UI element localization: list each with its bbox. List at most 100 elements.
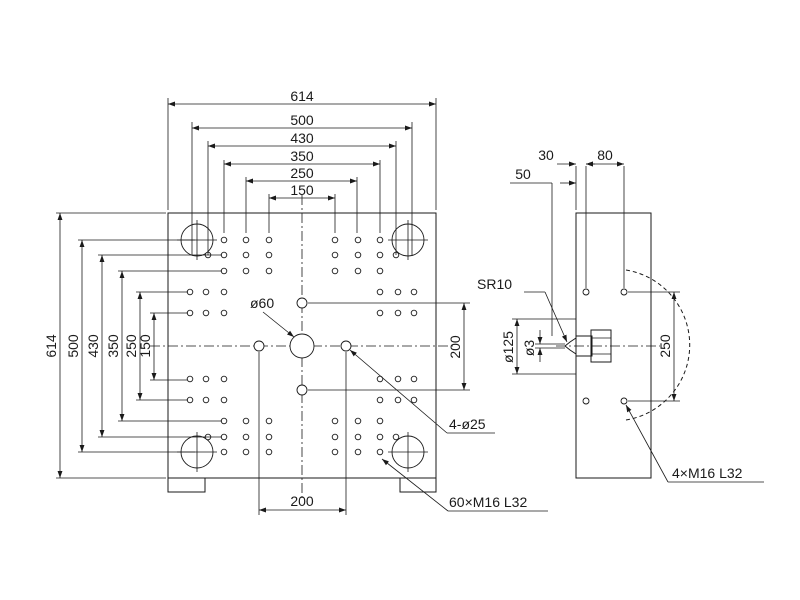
tapped-hole: [265, 448, 273, 456]
platen-foot-left: [167, 478, 206, 493]
front-view: 614 500 430 350 250 150: [43, 88, 548, 515]
tapped-hole: [220, 309, 228, 317]
label-tapped-holes: 60×M16 L32: [449, 494, 527, 510]
dim-left-614: 614: [43, 334, 59, 358]
tapped-hole: [410, 396, 418, 404]
dim-top-614: 614: [290, 88, 314, 104]
tapped-hole: [220, 288, 228, 296]
dim-left-430: 430: [85, 334, 101, 358]
dim-left-350: 350: [105, 334, 121, 358]
side-view: 30 80 50 SR10 ø125 ø3: [477, 147, 764, 483]
dimension-lines-left: [57, 213, 157, 478]
tapped-hole: [265, 236, 273, 244]
tapped-hole: [242, 251, 250, 259]
tapped-hole: [354, 448, 362, 456]
tapped-hole: [394, 309, 402, 317]
tapped-hole: [265, 433, 273, 441]
tapped-hole: [376, 309, 384, 317]
tapped-hole: [376, 267, 384, 275]
tapped-hole: [242, 433, 250, 441]
tapped-hole: [242, 417, 250, 425]
tapped-hole: [410, 309, 418, 317]
side-platen-outline: [575, 212, 652, 479]
dimension-right-200: 200: [308, 302, 470, 391]
dim-side-250: 250: [657, 334, 673, 358]
tapped-hole: [186, 309, 194, 317]
dim-left-250: 250: [123, 334, 139, 358]
tapped-hole: [220, 417, 228, 425]
side-tapped-holes: [582, 288, 628, 405]
dim-side-80: 80: [597, 147, 613, 163]
extension-lines-top: [167, 98, 437, 255]
dim-bottom-200: 200: [290, 493, 314, 509]
tapped-hole: [354, 251, 362, 259]
dim-dia-125: ø125: [500, 331, 516, 363]
label-ejector-holes: 4-ø25: [449, 416, 486, 432]
tapped-hole: [331, 448, 339, 456]
tapped-hole: [376, 448, 384, 456]
tapped-hole: [265, 417, 273, 425]
leader-sphere-radius: SR10: [477, 276, 568, 343]
tapped-hole: [202, 288, 210, 296]
tapped-hole: [220, 236, 228, 244]
leader-center-hole: ø60: [250, 295, 295, 338]
dims-diameter: ø125 ø3: [500, 318, 576, 375]
dim-side-50: 50: [515, 166, 531, 182]
tapped-hole: [354, 433, 362, 441]
tapped-hole: [376, 375, 384, 383]
dim-dia-3: ø3: [521, 340, 537, 357]
tapped-hole: [354, 236, 362, 244]
tapped-hole: [265, 251, 273, 259]
label-side-tapped: 4×M16 L32: [672, 465, 743, 481]
tapped-hole: [242, 267, 250, 275]
label-sphere-radius: SR10: [477, 276, 512, 292]
tapped-hole: [220, 433, 228, 441]
tapped-hole: [202, 375, 210, 383]
tapped-hole: [265, 267, 273, 275]
tapped-hole: [220, 267, 228, 275]
dim-left-150: 150: [137, 334, 153, 358]
tapped-hole: [202, 309, 210, 317]
dim-top-500: 500: [290, 112, 314, 128]
tapped-hole: [186, 375, 194, 383]
tapped-hole: [354, 267, 362, 275]
tapped-hole: [331, 417, 339, 425]
ejector-holes: [253, 297, 352, 396]
tapped-hole: [220, 375, 228, 383]
leader-tapped-holes: 60×M16 L32: [381, 458, 548, 512]
dim-top-250: 250: [290, 165, 314, 181]
tapped-hole: [331, 267, 339, 275]
dimension-labels-top: 614 500 430 350 250 150: [290, 88, 314, 198]
tapped-hole: [202, 396, 210, 404]
dimension-bottom-200: 200: [258, 352, 347, 515]
tapped-hole: [331, 236, 339, 244]
tapped-hole: [410, 288, 418, 296]
tapped-hole: [242, 448, 250, 456]
center-hole: [289, 333, 315, 359]
tapped-hole: [331, 433, 339, 441]
tapped-hole: [220, 448, 228, 456]
extension-lines-left: [56, 212, 222, 479]
tapped-hole: [376, 288, 384, 296]
dim-top-350: 350: [290, 148, 314, 164]
dimension-labels-left: 614 500 430 350 250 150: [43, 334, 153, 358]
leader-side-tapped: 4×M16 L32: [625, 404, 764, 483]
tapped-hole: [376, 417, 384, 425]
dim-side-250-group: 250: [628, 291, 680, 402]
tapped-hole: [394, 375, 402, 383]
tapped-hole: [220, 396, 228, 404]
leader-ejector-holes: 4-ø25: [349, 349, 495, 434]
tapped-hole: [376, 433, 384, 441]
tapped-hole: [394, 288, 402, 296]
dim-left-500: 500: [65, 334, 81, 358]
dim-side-30: 30: [538, 147, 554, 163]
tapped-hole: [242, 236, 250, 244]
locating-ring-hidden-arc: [625, 269, 691, 421]
dim-top-150: 150: [290, 182, 314, 198]
dim-top-430: 430: [290, 130, 314, 146]
platen-foot-right: [399, 478, 437, 493]
tapped-hole: [376, 396, 384, 404]
tapped-hole: [392, 433, 400, 441]
tapped-hole: [376, 236, 384, 244]
